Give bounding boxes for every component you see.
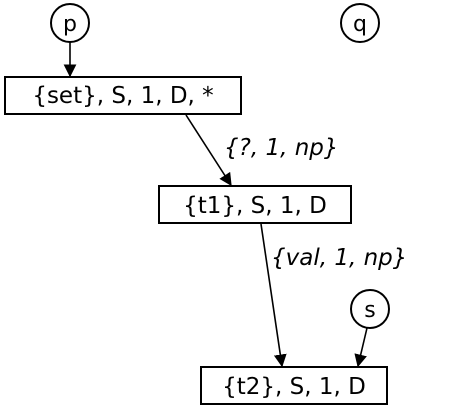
node-q: q: [340, 3, 380, 43]
node-s: s: [350, 289, 390, 329]
box-t1: {t1}, S, 1, D: [158, 185, 352, 224]
node-s-label: s: [364, 298, 375, 323]
box-set-label: {set}, S, 1, D, *: [32, 83, 213, 109]
node-p: p: [50, 3, 90, 43]
edge-t1-to-t2: [260, 223, 287, 368]
box-set: {set}, S, 1, D, *: [4, 76, 242, 115]
box-t2: {t2}, S, 1, D: [200, 366, 388, 405]
node-q-circle: [340, 3, 380, 43]
box-t1-label: {t1}, S, 1, D: [183, 193, 327, 219]
node-s-circle: [350, 289, 390, 329]
node-q-label: q: [353, 12, 367, 37]
edge-s-to-t2: [354, 327, 368, 368]
edge-set-to-t1: [185, 114, 232, 187]
box-t2-label: {t2}, S, 1, D: [222, 374, 366, 400]
box-t1-rect: [158, 185, 352, 224]
edge-label-set-to-t1: {?, 1, np}: [224, 135, 339, 161]
box-t2-rect: [200, 366, 388, 405]
node-p-label: p: [63, 12, 77, 37]
edge-label-t1-to-t2: {val, 1, np}: [271, 245, 407, 271]
box-set-rect: [4, 76, 242, 115]
